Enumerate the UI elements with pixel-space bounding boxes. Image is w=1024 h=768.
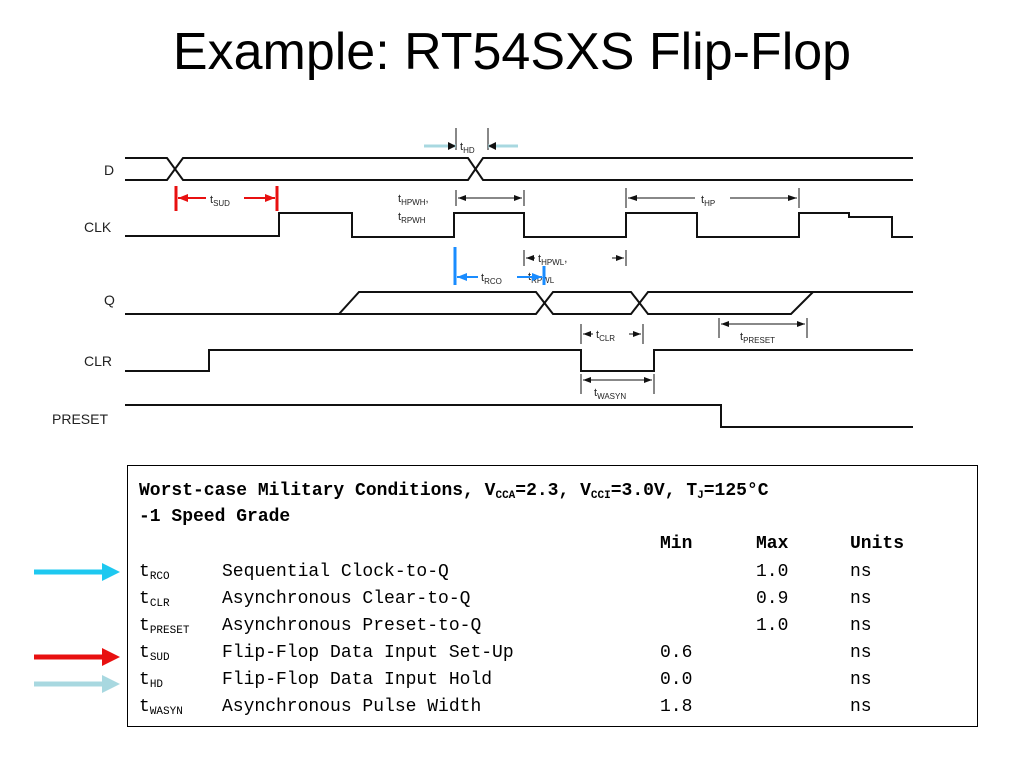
svg-text:tRCO: tRCO (481, 272, 502, 286)
t-clr-marker: tCLR (580, 324, 644, 344)
clk-waveform (125, 212, 913, 238)
svg-text:tHD: tHD (460, 141, 475, 155)
d-waveform (125, 157, 913, 181)
t-hpwh-label: t (398, 193, 401, 205)
col-max: Max (756, 534, 789, 554)
signal-label-clr: CLR (84, 353, 112, 369)
col-units: Units (850, 534, 905, 554)
t-hp-marker: tHP (625, 188, 800, 208)
t-hp-label: t (701, 194, 704, 206)
preset-waveform (125, 404, 913, 428)
t-wasyn-label: t (594, 387, 597, 399)
clr-waveform (125, 349, 913, 372)
signal-label-d: D (104, 162, 114, 178)
t-hpwl-marker: tHPWL, tRPWL (523, 250, 627, 285)
spec-header: Worst-case Military Conditions, VCCA=2.3… (139, 481, 769, 502)
cyan-arrow-icon (34, 563, 120, 581)
t-rco-label: t (481, 272, 484, 284)
t-hpwh-marker: tHPWH, tRPWH (398, 190, 525, 225)
svg-text:tPRESET: tPRESET (740, 331, 775, 345)
t-preset-marker: tPRESET (718, 318, 808, 345)
svg-text:tHPWH,: tHPWH, (398, 193, 429, 207)
svg-text:tRPWH: tRPWH (398, 211, 426, 225)
t-wasyn-marker: tWASYN (580, 374, 655, 401)
t-hpwl-label: t (538, 253, 541, 265)
svg-text:tCLR: tCLR (596, 329, 615, 343)
svg-text:tHPWL,: tHPWL, (538, 253, 567, 267)
signal-label-clk: CLK (84, 219, 112, 235)
t-hd-marker: tHD (424, 128, 518, 155)
signal-label-preset: PRESET (52, 411, 108, 427)
t-sud-marker: tSUD (174, 186, 279, 211)
spec-table: Worst-case Military Conditions, VCCA=2.3… (127, 465, 978, 727)
red-arrow-icon (34, 648, 120, 666)
lightblue-arrow-icon (34, 675, 120, 693)
t-hd-label: t (460, 141, 463, 153)
t-preset-label: t (740, 331, 743, 343)
signal-label-q: Q (104, 292, 115, 308)
q-waveform (125, 291, 913, 315)
svg-text:tSUD: tSUD (210, 194, 230, 208)
t-sud-label: t (210, 194, 213, 206)
svg-text:tHP: tHP (701, 194, 715, 208)
row-highlight-arrows (34, 563, 120, 693)
page-title: Example: RT54SXS Flip-Flop (172, 23, 852, 81)
timing-diagram: D CLK Q CLR PRESET tHD tSUD (52, 128, 913, 428)
t-rco-marker: tRCO (453, 247, 546, 286)
t-clr-label: t (596, 329, 599, 341)
t-rpwh-label: t (398, 211, 401, 223)
svg-text:tWASYN: tWASYN (594, 387, 626, 401)
speed-grade: -1 Speed Grade (139, 507, 291, 527)
col-min: Min (660, 534, 693, 554)
